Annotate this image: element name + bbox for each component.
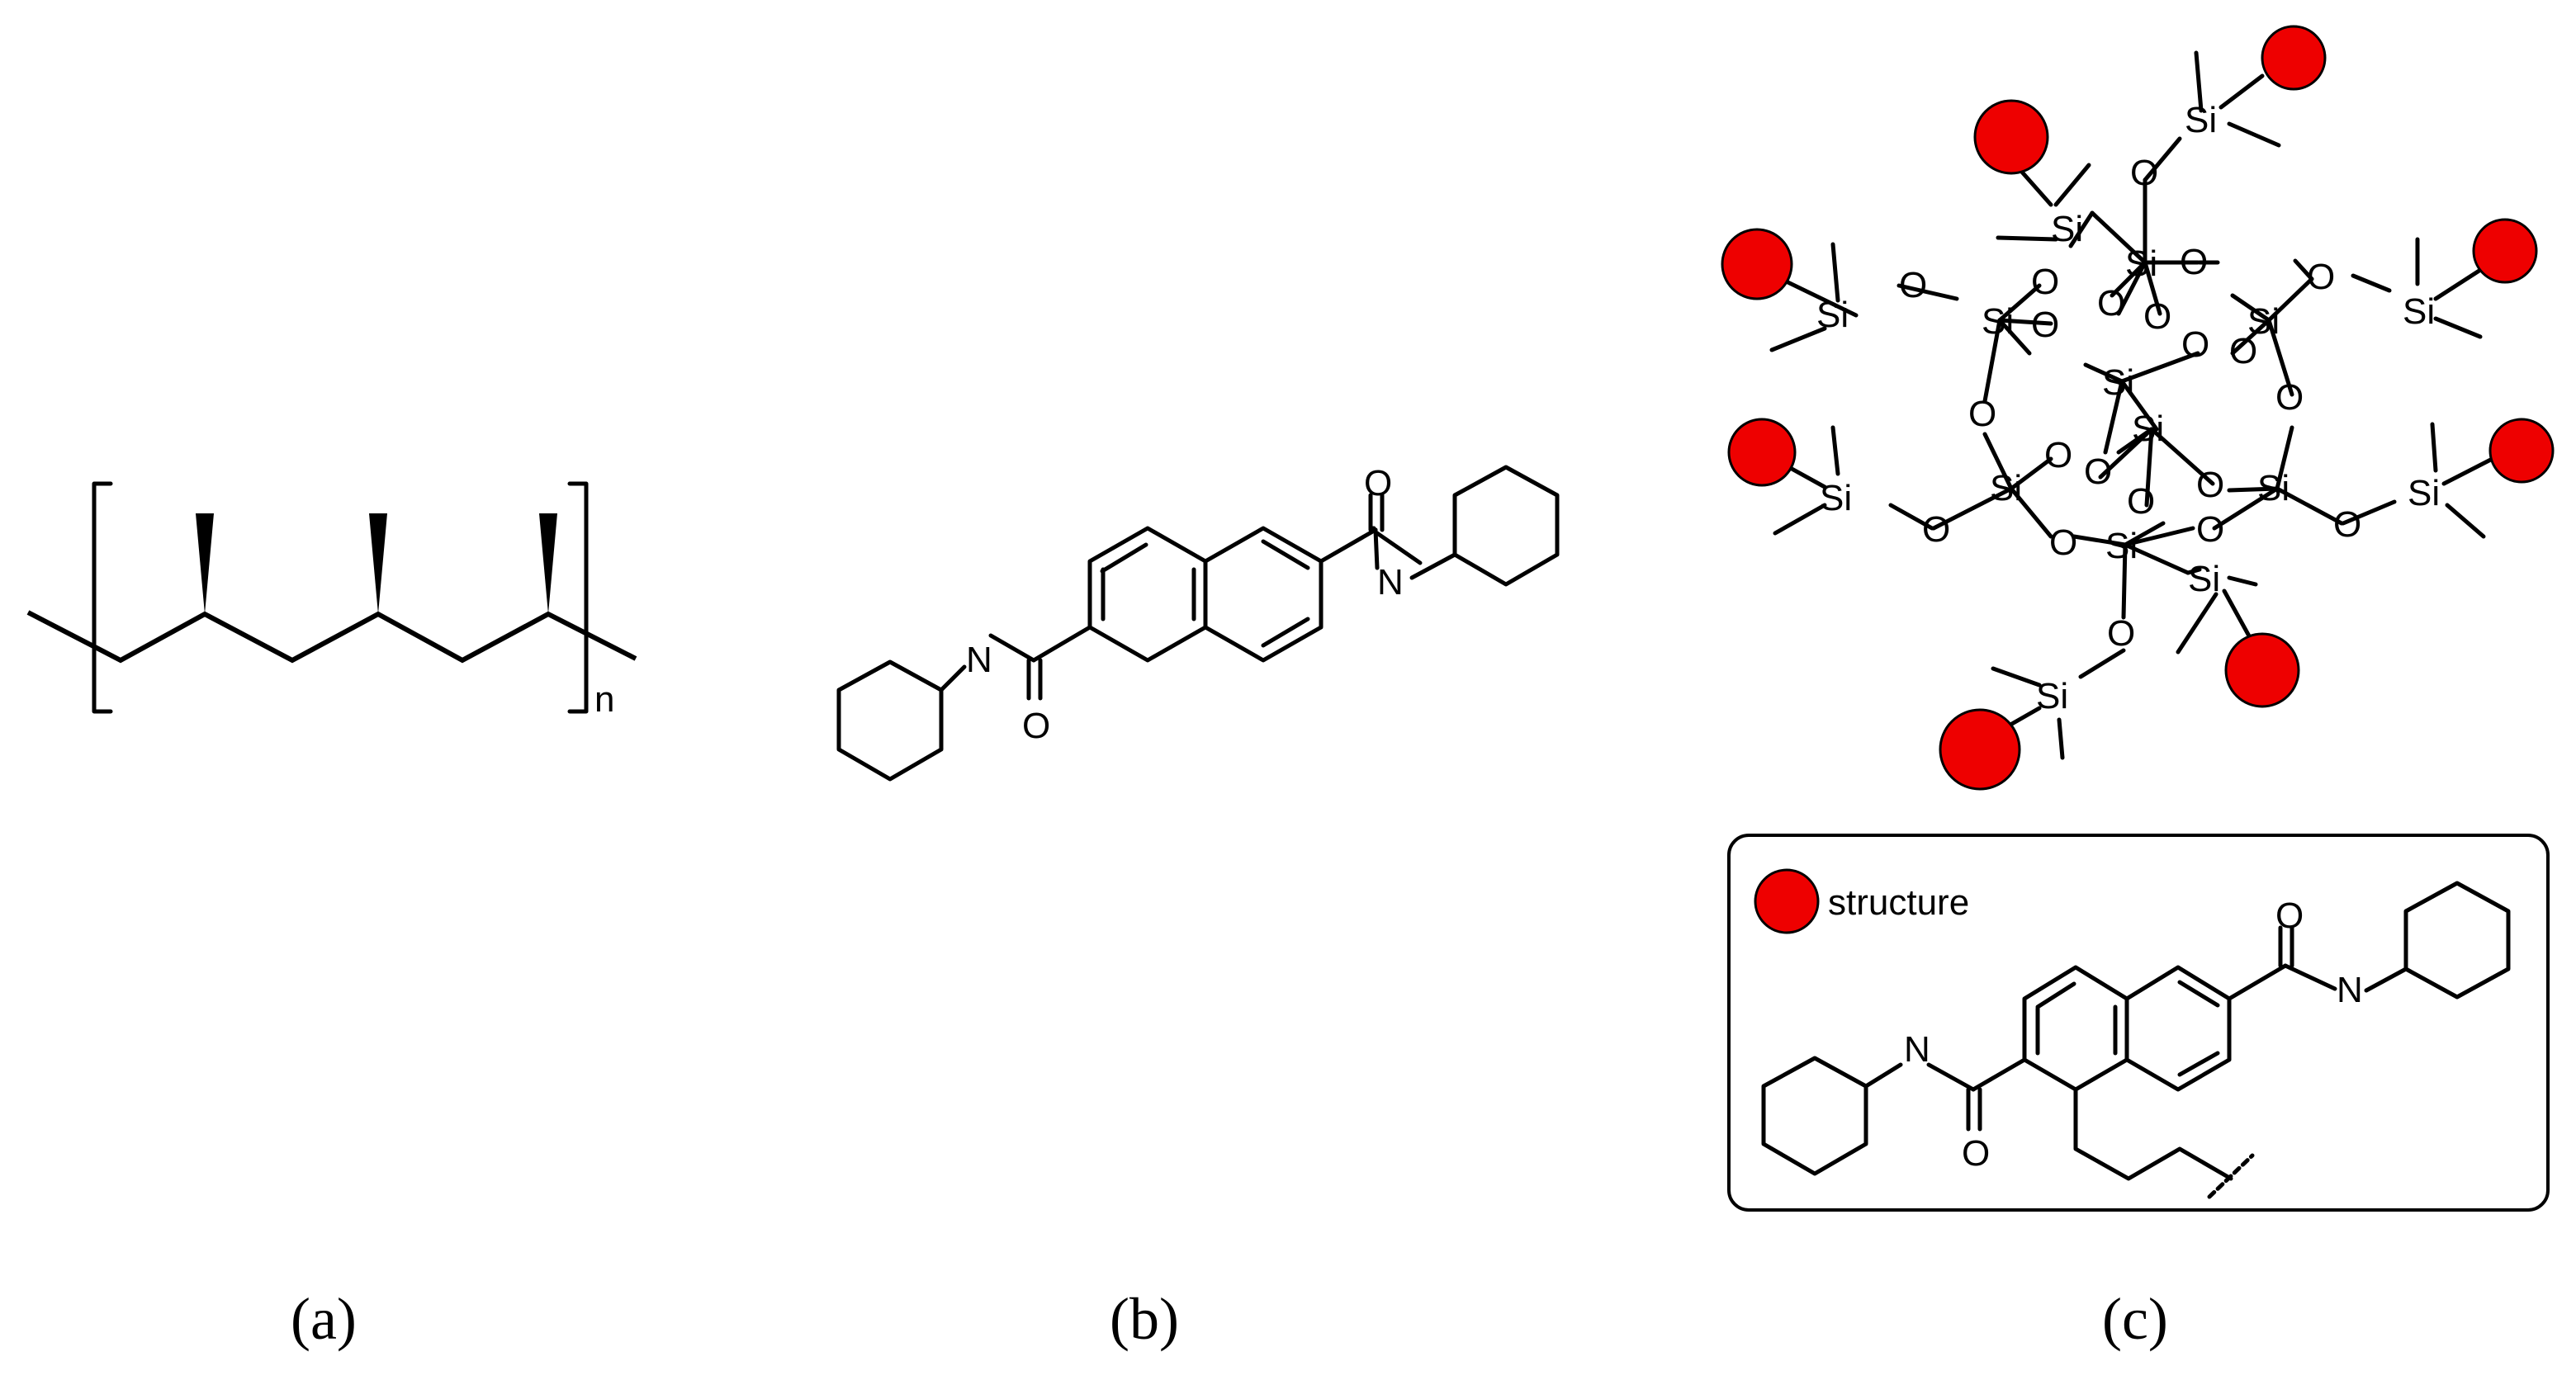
atom-nitrogen: N [1377, 562, 1404, 603]
atom-oxygen: O [2127, 481, 2155, 522]
atom-oxygen: O [2333, 504, 2361, 545]
panel-b-bisamide: O N O N [836, 463, 1560, 782]
methyl-wedge-2 [369, 513, 387, 614]
amide-bond [1373, 527, 1380, 570]
atom-silicon: Si [2185, 100, 2217, 140]
atom-silicon: Si [2408, 473, 2440, 513]
repeat-subscript-n: n [594, 679, 614, 720]
atom-silicon: Si [2125, 243, 2157, 284]
polymer-backbone [26, 610, 637, 664]
atom-oxygen: O [2196, 465, 2224, 505]
legend-naphthalene-right [2124, 965, 2232, 1092]
methyl-wedge-3 [539, 513, 557, 614]
substituent-ball [1721, 228, 1793, 300]
atom-oxygen: O [2031, 262, 2059, 302]
atom-oxygen: O [2196, 509, 2224, 550]
atom-silicon: Si [2188, 559, 2220, 599]
aromatic-bond [1261, 617, 1310, 648]
atom-oxygen: O [2181, 324, 2209, 365]
panel-a-polypropylene: n [26, 481, 637, 720]
legend-box: structure O N O N [1727, 834, 2550, 1212]
atom-oxygen: O [1022, 706, 1050, 746]
right-bracket [567, 481, 589, 714]
substituent-ball [2488, 418, 2555, 484]
atom-silicon: Si [2036, 676, 2068, 716]
panel-label-a: (a) [291, 1286, 357, 1352]
substituent-ball [2472, 218, 2538, 284]
atom-silicon: Si [2051, 209, 2083, 249]
atom-oxygen: O [2180, 242, 2208, 282]
atom-silicon: Si [2105, 526, 2138, 566]
atom-oxygen: O [2031, 305, 2059, 345]
substituent-ball [1727, 418, 1797, 487]
atom-silicon: Si [2247, 301, 2280, 342]
cage-bonds [1931, 177, 2344, 620]
aromatic-bond [1100, 542, 1148, 574]
atom-oxygen: O [2229, 331, 2257, 371]
carbonyl-bond [1031, 625, 1092, 663]
panel-label-c: (c) [2102, 1286, 2168, 1352]
atom-silicon: Si [2257, 468, 2290, 508]
legend-cyclohexyl-right [2403, 881, 2511, 1000]
atom-oxygen: O [2044, 435, 2072, 475]
legend-atom-oxygen: O [2275, 896, 2304, 936]
legend-cyclohexyl-left [1761, 1056, 1868, 1176]
left-bracket [92, 481, 113, 714]
n-cyclohexyl-bond [939, 664, 967, 692]
methyl-wedge-1 [196, 513, 214, 614]
atom-nitrogen: N [966, 640, 992, 680]
naphthalene-ring-right [1203, 526, 1324, 663]
substituent-ball [2261, 25, 2327, 91]
substituent-ball [1939, 708, 2021, 791]
atom-oxygen: O [2130, 153, 2158, 193]
atom-oxygen: O [2275, 377, 2304, 418]
naphthalene-ring-left [1087, 526, 1208, 663]
legend-propyl-linker [2073, 1087, 2233, 1181]
panel-label-b: (b) [1110, 1286, 1179, 1352]
cyclohexyl-left [836, 659, 944, 782]
atom-silicon: Si [1990, 468, 2022, 508]
substituent-ball [2224, 632, 2300, 708]
atom-oxygen: O [2143, 296, 2171, 337]
atom-silicon: Si [2102, 362, 2134, 403]
atom-oxygen: O [2084, 451, 2112, 492]
legend-atom-oxygen: O [1962, 1133, 1990, 1174]
atom-silicon: Si [1816, 295, 1849, 335]
n-cyclohexyl-bond [1409, 552, 1457, 580]
atom-oxygen: O [1364, 463, 1392, 503]
atom-oxygen: O [1968, 394, 1996, 434]
substituent-ball [1973, 99, 2049, 175]
aromatic-bond [1261, 539, 1310, 570]
atom-oxygen: O [1922, 509, 1950, 550]
atom-oxygen: O [2097, 283, 2125, 324]
atom-silicon: Si [1820, 478, 1852, 518]
cn-bond [988, 633, 1036, 663]
legend-cut-mark [2207, 1153, 2255, 1199]
atom-silicon: Si [2132, 409, 2164, 449]
cyclohexyl-right [1452, 465, 1560, 587]
atom-oxygen: O [1899, 265, 1927, 305]
cage-atom-labels: Si O Si Si O O O Si O Si Si O O O O O Si… [1816, 100, 2440, 716]
atom-oxygen: O [2307, 257, 2335, 297]
legend-atom-nitrogen: N [2337, 970, 2363, 1010]
legend-marker [1754, 868, 1820, 934]
atom-oxygen: O [2107, 613, 2135, 654]
atom-oxygen: O [2049, 522, 2077, 563]
legend-label: structure [1828, 882, 1969, 923]
cn-bond [1375, 531, 1423, 565]
legend-atom-nitrogen: N [1904, 1029, 1930, 1070]
carbonyl-bond [1319, 527, 1378, 564]
atom-silicon: Si [2403, 291, 2435, 332]
atom-silicon: Si [1982, 301, 2014, 342]
panel-c-poss-cage: Si O Si Si O O O Si O Si Si O O O O O Si… [1721, 25, 2555, 791]
